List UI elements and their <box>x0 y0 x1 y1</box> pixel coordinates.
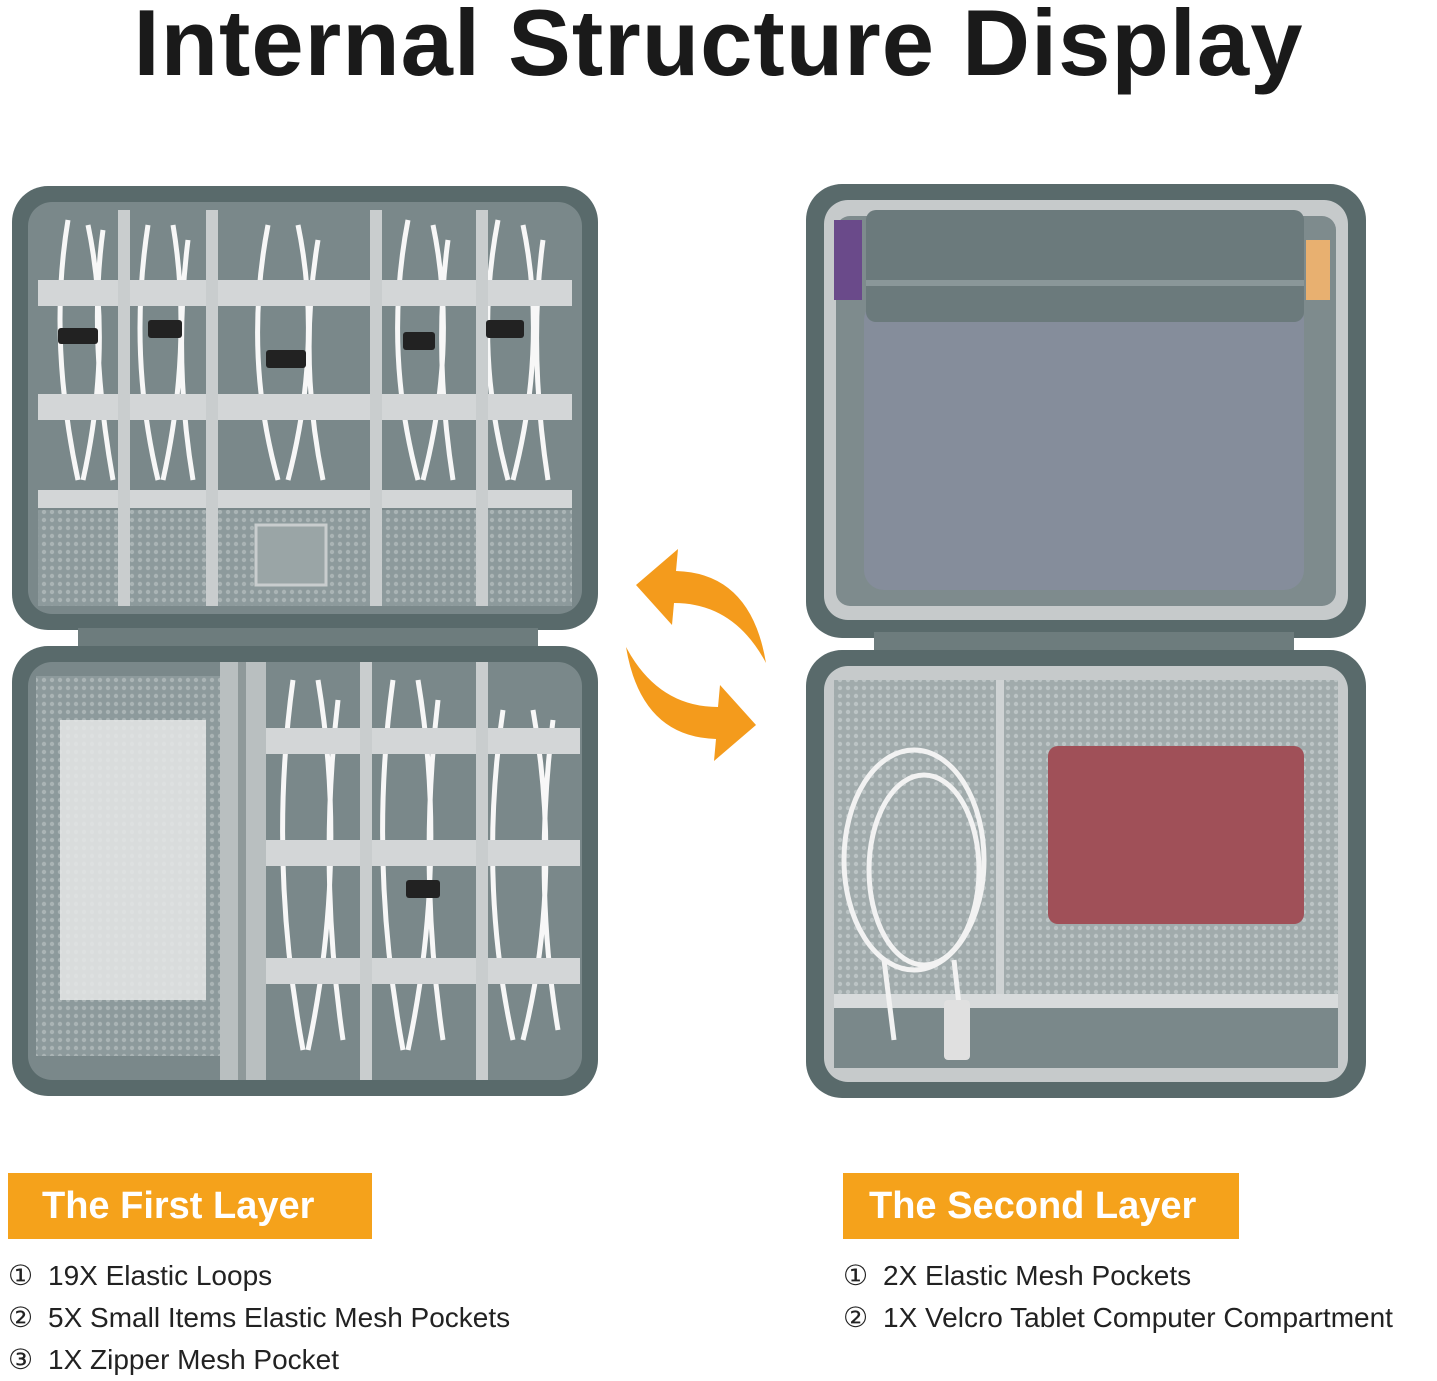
second-layer-label: The Second Layer <box>843 1173 1239 1239</box>
first-layer-feature-list: ① 19X Elastic Loops ② 5X Small Items Elast… <box>8 1255 510 1381</box>
list-item-marker: ② <box>8 1302 34 1333</box>
first-layer-photo <box>8 180 604 1100</box>
list-item-marker: ① <box>843 1260 869 1291</box>
swap-arrows-icon <box>616 545 776 770</box>
first-layer-label: The First Layer <box>8 1173 372 1239</box>
list-item-marker: ① <box>8 1260 34 1291</box>
list-item-text: 5X Small Items Elastic Mesh Pockets <box>48 1302 511 1333</box>
list-item-marker: ② <box>843 1302 869 1333</box>
second-layer-photo <box>804 180 1370 1100</box>
list-item-text: 1X Zipper Mesh Pocket <box>48 1344 340 1375</box>
list-item-marker: ③ <box>8 1344 34 1375</box>
second-layer-feature-list: ① 2X Elastic Mesh Pockets ② 1X Velcro Tabl… <box>843 1255 1393 1339</box>
list-item: ② 5X Small Items Elastic Mesh Pockets <box>8 1297 510 1339</box>
page-title: Internal Structure Display <box>133 0 1304 95</box>
list-item: ① 19X Elastic Loops <box>8 1255 510 1297</box>
list-item-text: 2X Elastic Mesh Pockets <box>883 1260 1192 1291</box>
list-item-text: 19X Elastic Loops <box>48 1260 273 1291</box>
list-item: ③ 1X Zipper Mesh Pocket <box>8 1339 510 1381</box>
list-item-text: 1X Velcro Tablet Computer Compartment <box>883 1302 1393 1333</box>
list-item: ② 1X Velcro Tablet Computer Compartment <box>843 1297 1393 1339</box>
list-item: ① 2X Elastic Mesh Pockets <box>843 1255 1393 1297</box>
